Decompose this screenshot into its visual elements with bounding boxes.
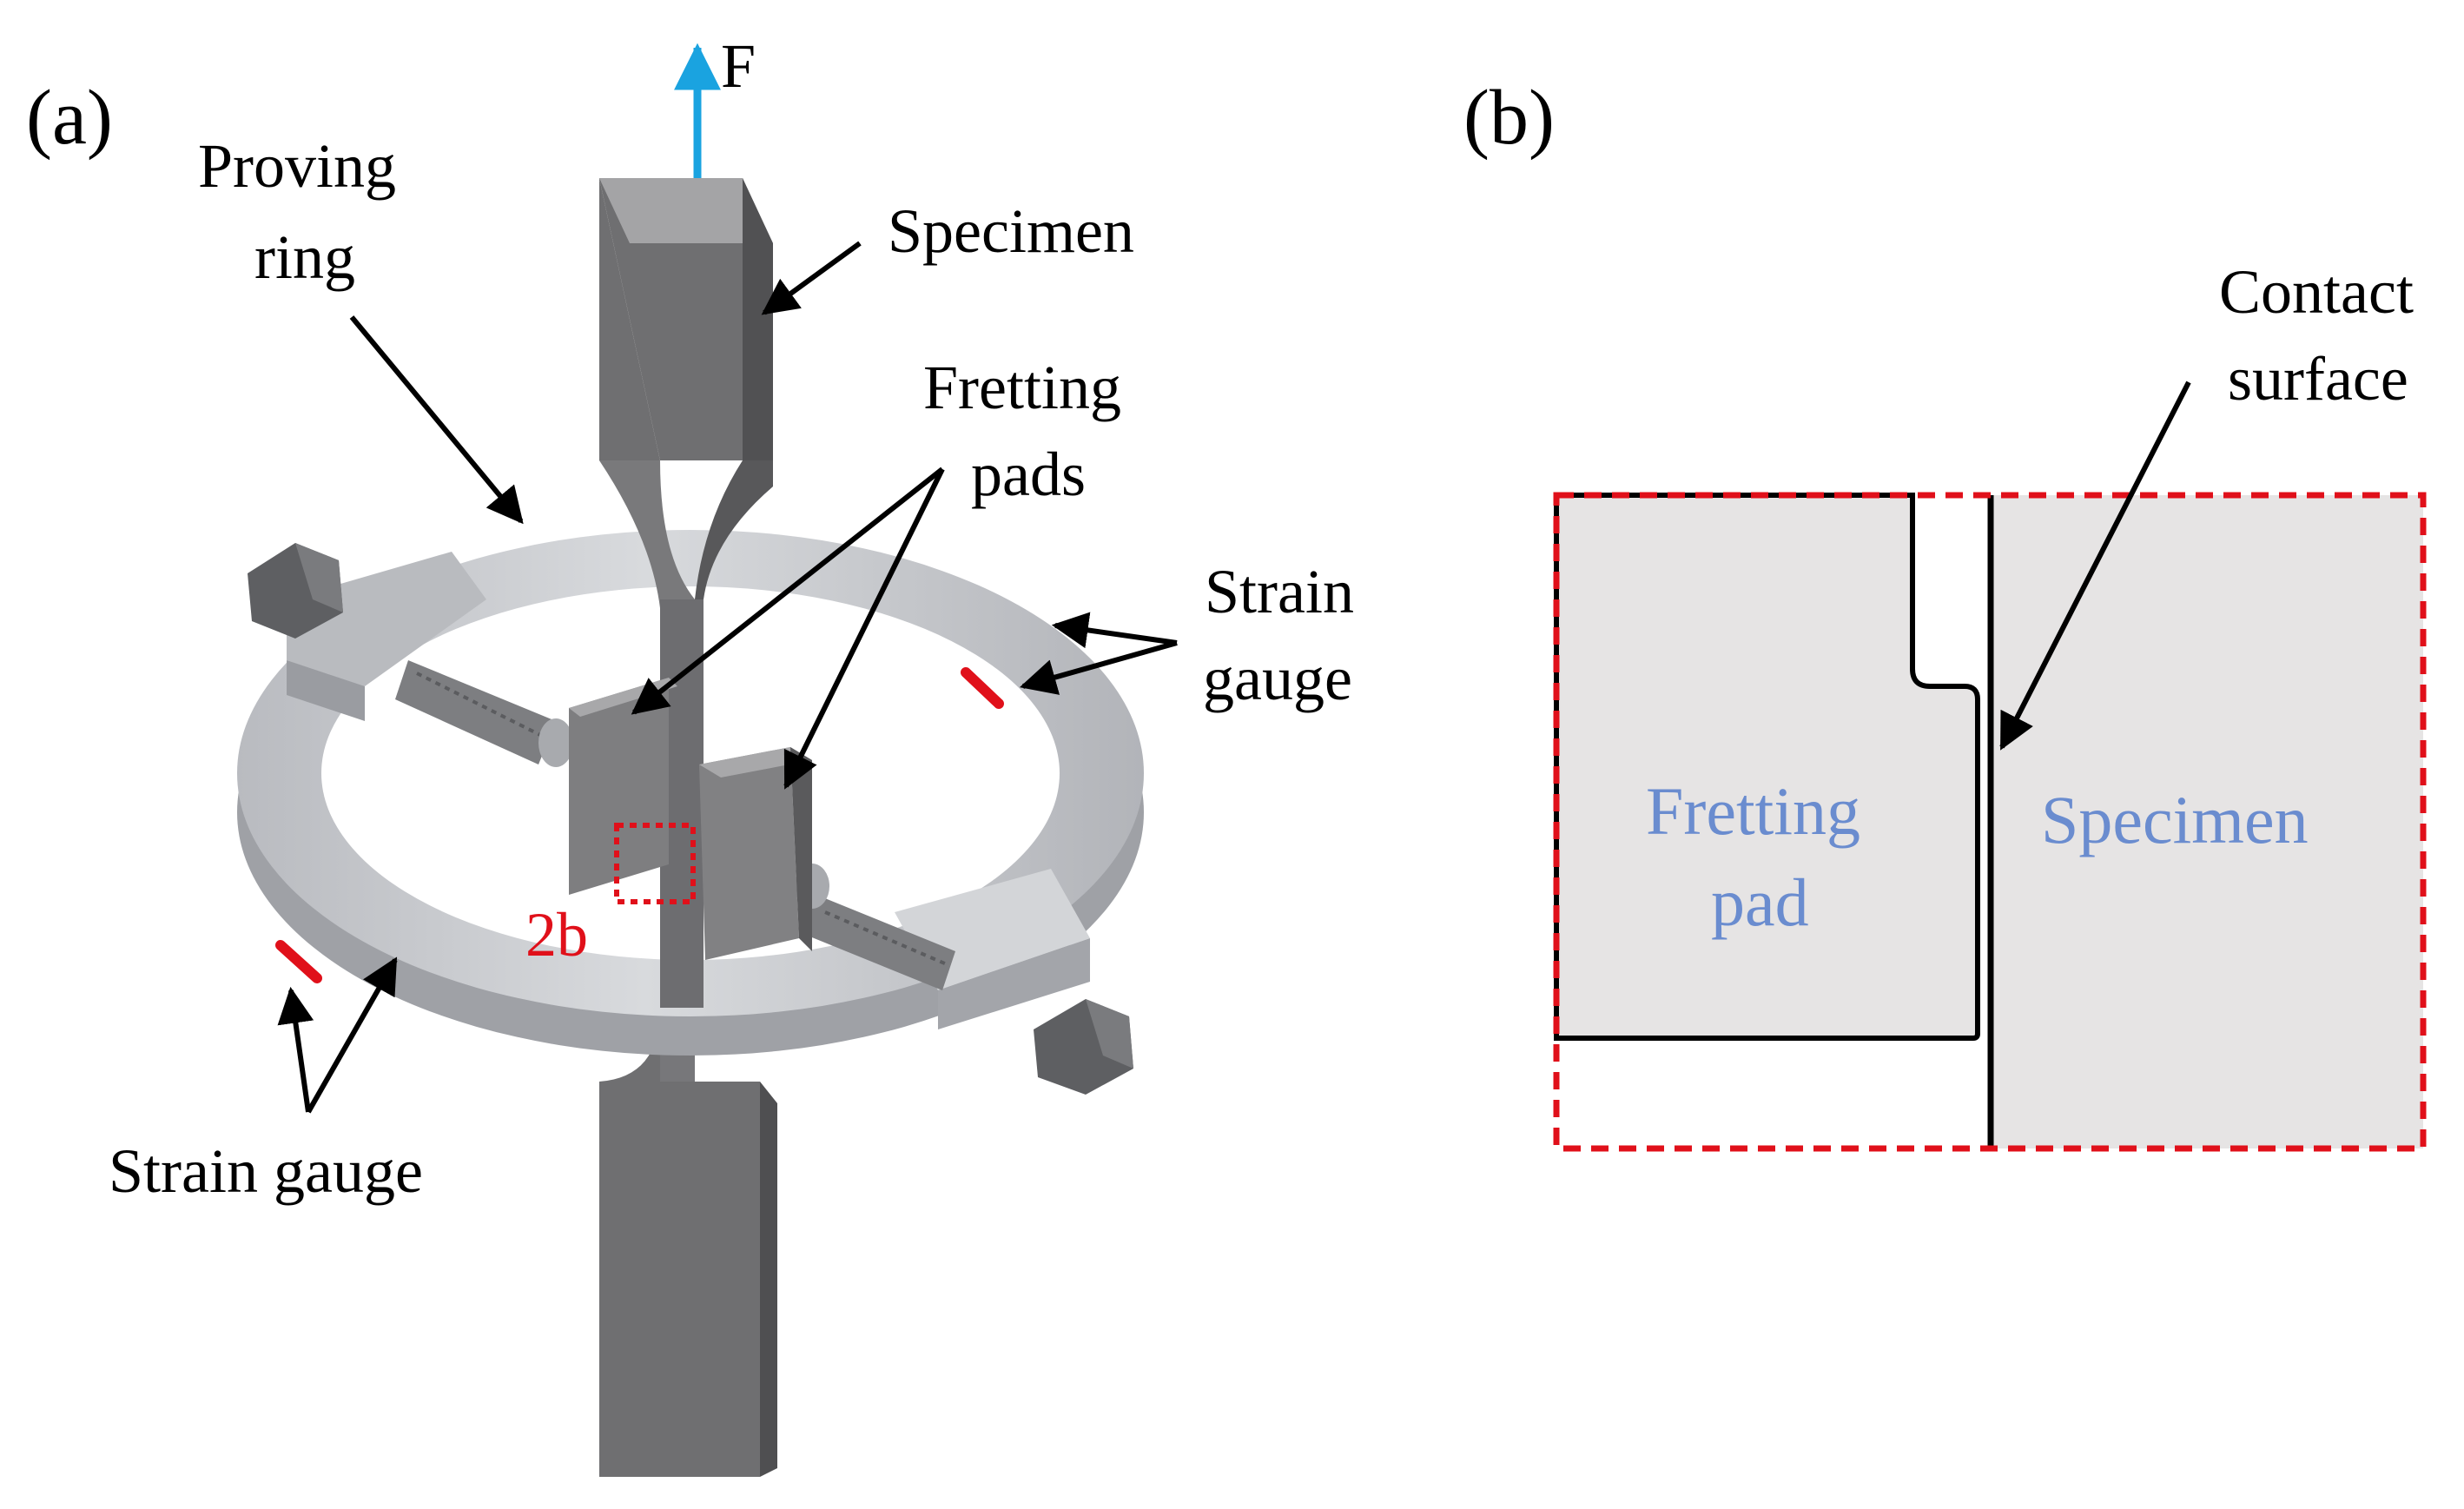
label-proving-ring-1: Proving	[198, 131, 396, 201]
detail-frame	[1553, 492, 2427, 1152]
arrow-gauge-left-a	[277, 986, 314, 1113]
fretting-pad-region	[1554, 493, 1980, 1041]
label-fretting-pads-1: Fretting	[923, 353, 1121, 422]
label-strain-gauge-right-1: Strain	[1205, 557, 1354, 626]
specimen-upper	[599, 178, 773, 1008]
arrow-pad-left	[631, 467, 944, 715]
specimen-region	[1991, 495, 2423, 1148]
panel-a: (a) F Proving ring Specimen Fretting pad…	[26, 31, 1354, 1477]
arrow-gauge-right-a	[1051, 612, 1178, 649]
detail-box-2b	[614, 823, 696, 904]
strain-gauge-left-mark	[275, 940, 322, 983]
label-fretting-pad-2: pad	[1711, 864, 1809, 940]
strain-gauge-right-mark	[961, 667, 1004, 709]
panel-b: (b) Contact surface Fretting pad Specime…	[1463, 75, 2427, 1152]
arrow-contact-surface	[1999, 381, 2191, 751]
label-contact-surface-2: surface	[2228, 344, 2408, 414]
arrow-pad-right	[783, 467, 945, 790]
label-proving-ring-2: ring	[254, 222, 355, 292]
arrow-specimen	[761, 241, 862, 315]
arrow-proving-ring	[349, 315, 524, 525]
label-fretting-pads-2: pads	[971, 440, 1086, 509]
label-specimen: Specimen	[888, 196, 1134, 266]
panel-label-b: (b)	[1463, 75, 1555, 161]
arrow-gauge-right-b	[1019, 640, 1178, 695]
arrow-gauge-left-b	[306, 956, 398, 1114]
left-bolt	[248, 543, 573, 767]
label-detail-2b: 2b	[525, 900, 588, 970]
right-bolt	[795, 864, 1133, 1095]
force-label: F	[721, 31, 756, 101]
fretting-pads	[569, 678, 812, 960]
label-specimen-b: Specimen	[2041, 782, 2309, 857]
label-contact-surface-1: Contact	[2219, 257, 2414, 327]
label-fretting-pad-1: Fretting	[1646, 773, 1860, 849]
specimen-lower	[599, 1008, 777, 1477]
label-strain-gauge-right-2: gauge	[1203, 644, 1352, 713]
label-strain-gauge-left: Strain gauge	[109, 1136, 423, 1206]
panel-label-a: (a)	[26, 75, 113, 161]
